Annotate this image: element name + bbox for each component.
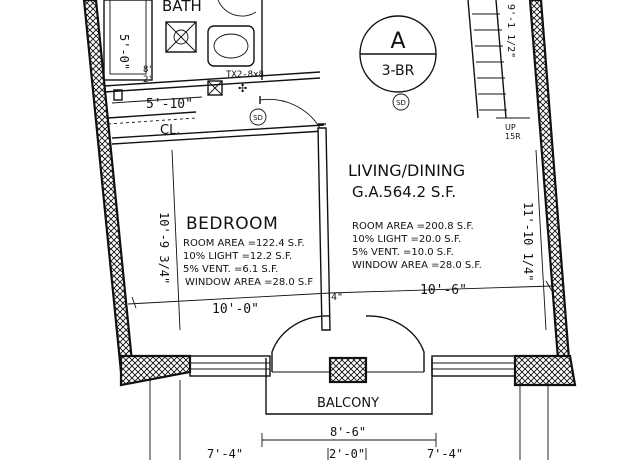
- partition-dim: 4": [331, 292, 343, 303]
- living-label-block: LIVING/DINING G.A.564.2 S.F. ROOM AREA =…: [348, 161, 482, 271]
- living-window-area: WINDOW AREA =28.0 S.F.: [352, 260, 482, 271]
- bedroom-width-dimension: 10'-0": [127, 292, 331, 317]
- closet-width: 5'-10": [146, 97, 193, 112]
- bedroom-height-dim: 10'-9 3/4": [157, 212, 171, 284]
- closet-area: 5'-10" CL.: [107, 89, 203, 138]
- exhaust-label: TX2-8x8: [226, 70, 264, 80]
- stair: 9'-1 1/2" UP 15R: [467, 0, 530, 141]
- balcony-width: 8'-6": [330, 425, 366, 439]
- vent-arrows-icon: ✣: [238, 82, 247, 95]
- living-width-dimension: 10'-6": [329, 280, 553, 298]
- living-height-dim: 11'-10 1/4": [521, 202, 535, 281]
- bedroom-vent: 5% VENT. =6.1 S.F.: [183, 264, 278, 275]
- smoke-detector-bedroom: SD: [249, 108, 267, 126]
- balcony-dim-left: 7'-4": [207, 447, 243, 460]
- balcony-title: BALCONY: [317, 396, 379, 411]
- balcony-dim-right: 7'-4": [427, 447, 463, 460]
- stair-dim: 9'-1 1/2": [505, 4, 516, 58]
- stair-risers: 15R: [505, 132, 521, 141]
- window-right: [431, 355, 516, 377]
- right-exterior-wall: [528, 0, 572, 374]
- bath-area: BATH 5'-0" TX2-8x8 ✣ 8" 2": [103, 0, 321, 96]
- bedroom-door-swing: [259, 98, 321, 129]
- smoke-detector-icon: SD: [253, 114, 263, 122]
- living-width-dim: 10'-6": [420, 283, 467, 298]
- stair-direction: UP: [505, 123, 516, 132]
- living-title: LIVING/DINING: [348, 161, 465, 180]
- bottom-wall-right: [513, 354, 577, 387]
- bedroom-width-dim: 10'-0": [212, 302, 259, 317]
- balcony-doors: [271, 315, 425, 373]
- bedroom-window-area: WINDOW AREA =28.0 S.F: [185, 277, 313, 288]
- bedroom-label-block: BEDROOM ROOM AREA =122.4 S.F. 10% LIGHT …: [183, 214, 313, 288]
- unit-letter: A: [390, 29, 405, 54]
- bath-title: BATH: [162, 0, 202, 15]
- balcony: BALCONY 8'-6" 7'-4" 2'-0" 7'-4": [149, 358, 549, 460]
- bedroom-light: 10% LIGHT =12.2 S.F.: [183, 251, 292, 262]
- partition-wall: [317, 127, 331, 331]
- living-vent: 5% VENT. =10.0 S.F.: [352, 247, 454, 258]
- center-pier: [328, 356, 368, 384]
- unit-type: 3-BR: [382, 63, 415, 79]
- bedroom-room-area: ROOM AREA =122.4 S.F.: [183, 238, 305, 249]
- living-room-area: ROOM AREA =200.8 S.F.: [352, 221, 474, 232]
- bath-small-dim: 8": [143, 65, 154, 75]
- living-light: 10% LIGHT =20.0 S.F.: [352, 234, 461, 245]
- living-ga: G.A.564.2 S.F.: [352, 183, 456, 201]
- balcony-dim-center: 2'-0": [329, 447, 365, 460]
- bath-dim-left: 5'-0": [117, 34, 131, 70]
- unit-tag: A 3-BR SD: [359, 15, 437, 111]
- bedroom-title: BEDROOM: [186, 214, 278, 234]
- smoke-detector-icon: SD: [396, 99, 406, 107]
- bedroom-top-wall: [111, 124, 325, 139]
- bath-small-dim-2: 2": [143, 75, 154, 85]
- closet-label: CL.: [160, 123, 180, 138]
- window-left: [189, 355, 271, 377]
